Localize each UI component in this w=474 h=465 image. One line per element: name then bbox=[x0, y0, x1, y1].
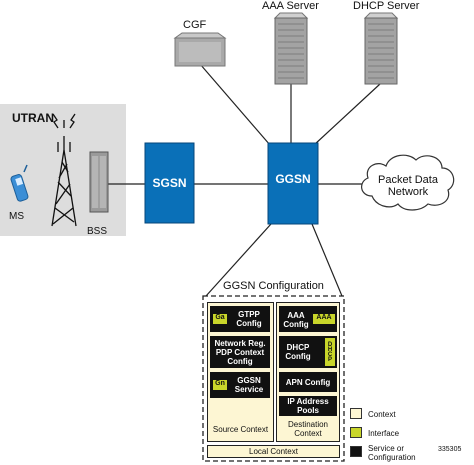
ggsn-service: Gn GGSN Service bbox=[210, 372, 270, 398]
apn-config-service: APN Config bbox=[279, 372, 337, 392]
cgf-box-icon bbox=[173, 32, 227, 67]
aaa-server-label: AAA Server bbox=[262, 0, 319, 12]
aaa-interface: AAA bbox=[313, 314, 335, 324]
figure-id: 335305 bbox=[438, 446, 462, 453]
local-context-box bbox=[207, 445, 340, 458]
pdn-label: Packet Data Network bbox=[378, 174, 438, 198]
ggsn-node bbox=[267, 142, 319, 225]
legend-service-swatch bbox=[350, 446, 362, 457]
connection-lines bbox=[108, 63, 381, 297]
dhcp-server-label: DHCP Server bbox=[353, 0, 420, 12]
bss-cabinet-icon bbox=[89, 151, 109, 213]
gtpp-config-service: Ga GTPP Config bbox=[210, 306, 270, 332]
cgf-label: CGF bbox=[183, 19, 207, 31]
sgsn-label: SGSN bbox=[152, 176, 187, 190]
pdn-cloud-icon bbox=[361, 154, 455, 211]
aaa-config-label: AAA Config bbox=[283, 311, 309, 329]
ggsn-label: GGSN bbox=[275, 172, 311, 186]
legend-interface-swatch bbox=[350, 427, 362, 438]
sgsn-node bbox=[144, 142, 195, 224]
legend-context-label: Context bbox=[368, 410, 396, 419]
source-context-label: Source Context bbox=[212, 425, 269, 434]
dhcp-config-service: DHCP Config DHCP bbox=[279, 336, 337, 368]
destination-context-label: Destination Context bbox=[287, 420, 329, 438]
aaa-server-icon bbox=[273, 12, 309, 85]
bss-label: BSS bbox=[87, 226, 108, 237]
network-reg-pdp-service: Network Reg. PDP Context Config bbox=[210, 336, 270, 368]
ms-label: MS bbox=[9, 211, 24, 222]
aaa-config-service: AAA Config AAA bbox=[279, 306, 337, 332]
legend-service-label: Service or Configuration bbox=[368, 444, 416, 462]
dhcp-server-icon bbox=[363, 12, 399, 85]
gtpp-config-label: GTPP Config bbox=[236, 310, 262, 328]
legend-interface-label: Interface bbox=[368, 429, 400, 438]
tower-antenna-icon bbox=[51, 113, 77, 227]
ga-interface: Ga bbox=[213, 314, 227, 324]
ip-address-pools-service: IP Address Pools bbox=[279, 396, 337, 416]
legend-context-swatch bbox=[350, 408, 362, 419]
dhcp-interface: DHCP bbox=[325, 338, 335, 366]
dhcp-config-label: DHCP Config bbox=[285, 343, 311, 361]
gn-interface: Gn bbox=[213, 380, 227, 390]
utran-label: UTRAN bbox=[12, 111, 54, 125]
ggsn-service-label: GGSN Service bbox=[234, 376, 264, 394]
ggsn-config-title: GGSN Configuration bbox=[223, 280, 324, 292]
ms-phone-icon bbox=[10, 164, 29, 202]
local-context-label: Local Context bbox=[249, 447, 298, 456]
